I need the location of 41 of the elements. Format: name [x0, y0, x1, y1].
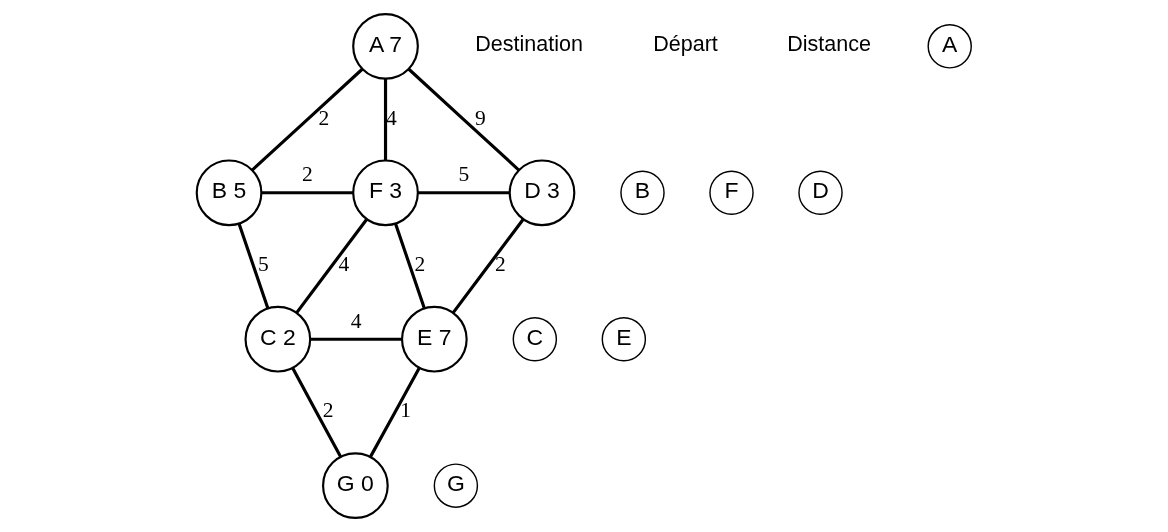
edge-label: 2 [414, 252, 426, 277]
connector [310, 337, 402, 341]
edge-label: 2 [494, 252, 506, 277]
node-circle: F 3 [352, 159, 419, 227]
connector [295, 218, 369, 314]
connector [383, 78, 388, 161]
edge-label: 9 [474, 105, 486, 130]
node-circle: E 7 [400, 305, 468, 373]
connector [407, 67, 520, 172]
node-circle: D 3 [508, 159, 576, 227]
connector [291, 367, 342, 458]
node-circle: D [798, 170, 843, 216]
edge-label: 2 [322, 398, 334, 423]
connector [417, 191, 510, 195]
node-circle: C [512, 316, 558, 362]
edge-label: 2 [301, 162, 313, 187]
connector [369, 367, 421, 458]
edge-label: 5 [258, 252, 269, 277]
connector [394, 223, 426, 309]
node-circle: B 5 [195, 159, 263, 227]
label: Départ [653, 32, 718, 57]
connector [261, 191, 354, 195]
edge-label: 4 [350, 308, 362, 333]
edge-label: 1 [400, 398, 412, 423]
edge-label: 4 [338, 252, 350, 277]
connector [251, 67, 364, 172]
node-circle: A 7 [352, 12, 419, 80]
node-circle: F [709, 170, 754, 216]
node-circle: C 2 [244, 305, 312, 373]
node-circle: G [433, 463, 479, 508]
node-circle: G 0 [322, 452, 389, 520]
label: Destination [475, 32, 583, 57]
connector [451, 218, 525, 314]
node-circle: E [601, 316, 647, 362]
label: Distance [787, 32, 871, 57]
edge-label: 4 [385, 105, 397, 130]
node-circle: A [927, 24, 972, 69]
connector [237, 223, 270, 309]
edge-label: 5 [458, 162, 470, 187]
edge-label: 2 [318, 105, 330, 130]
node-circle: B [620, 170, 665, 216]
